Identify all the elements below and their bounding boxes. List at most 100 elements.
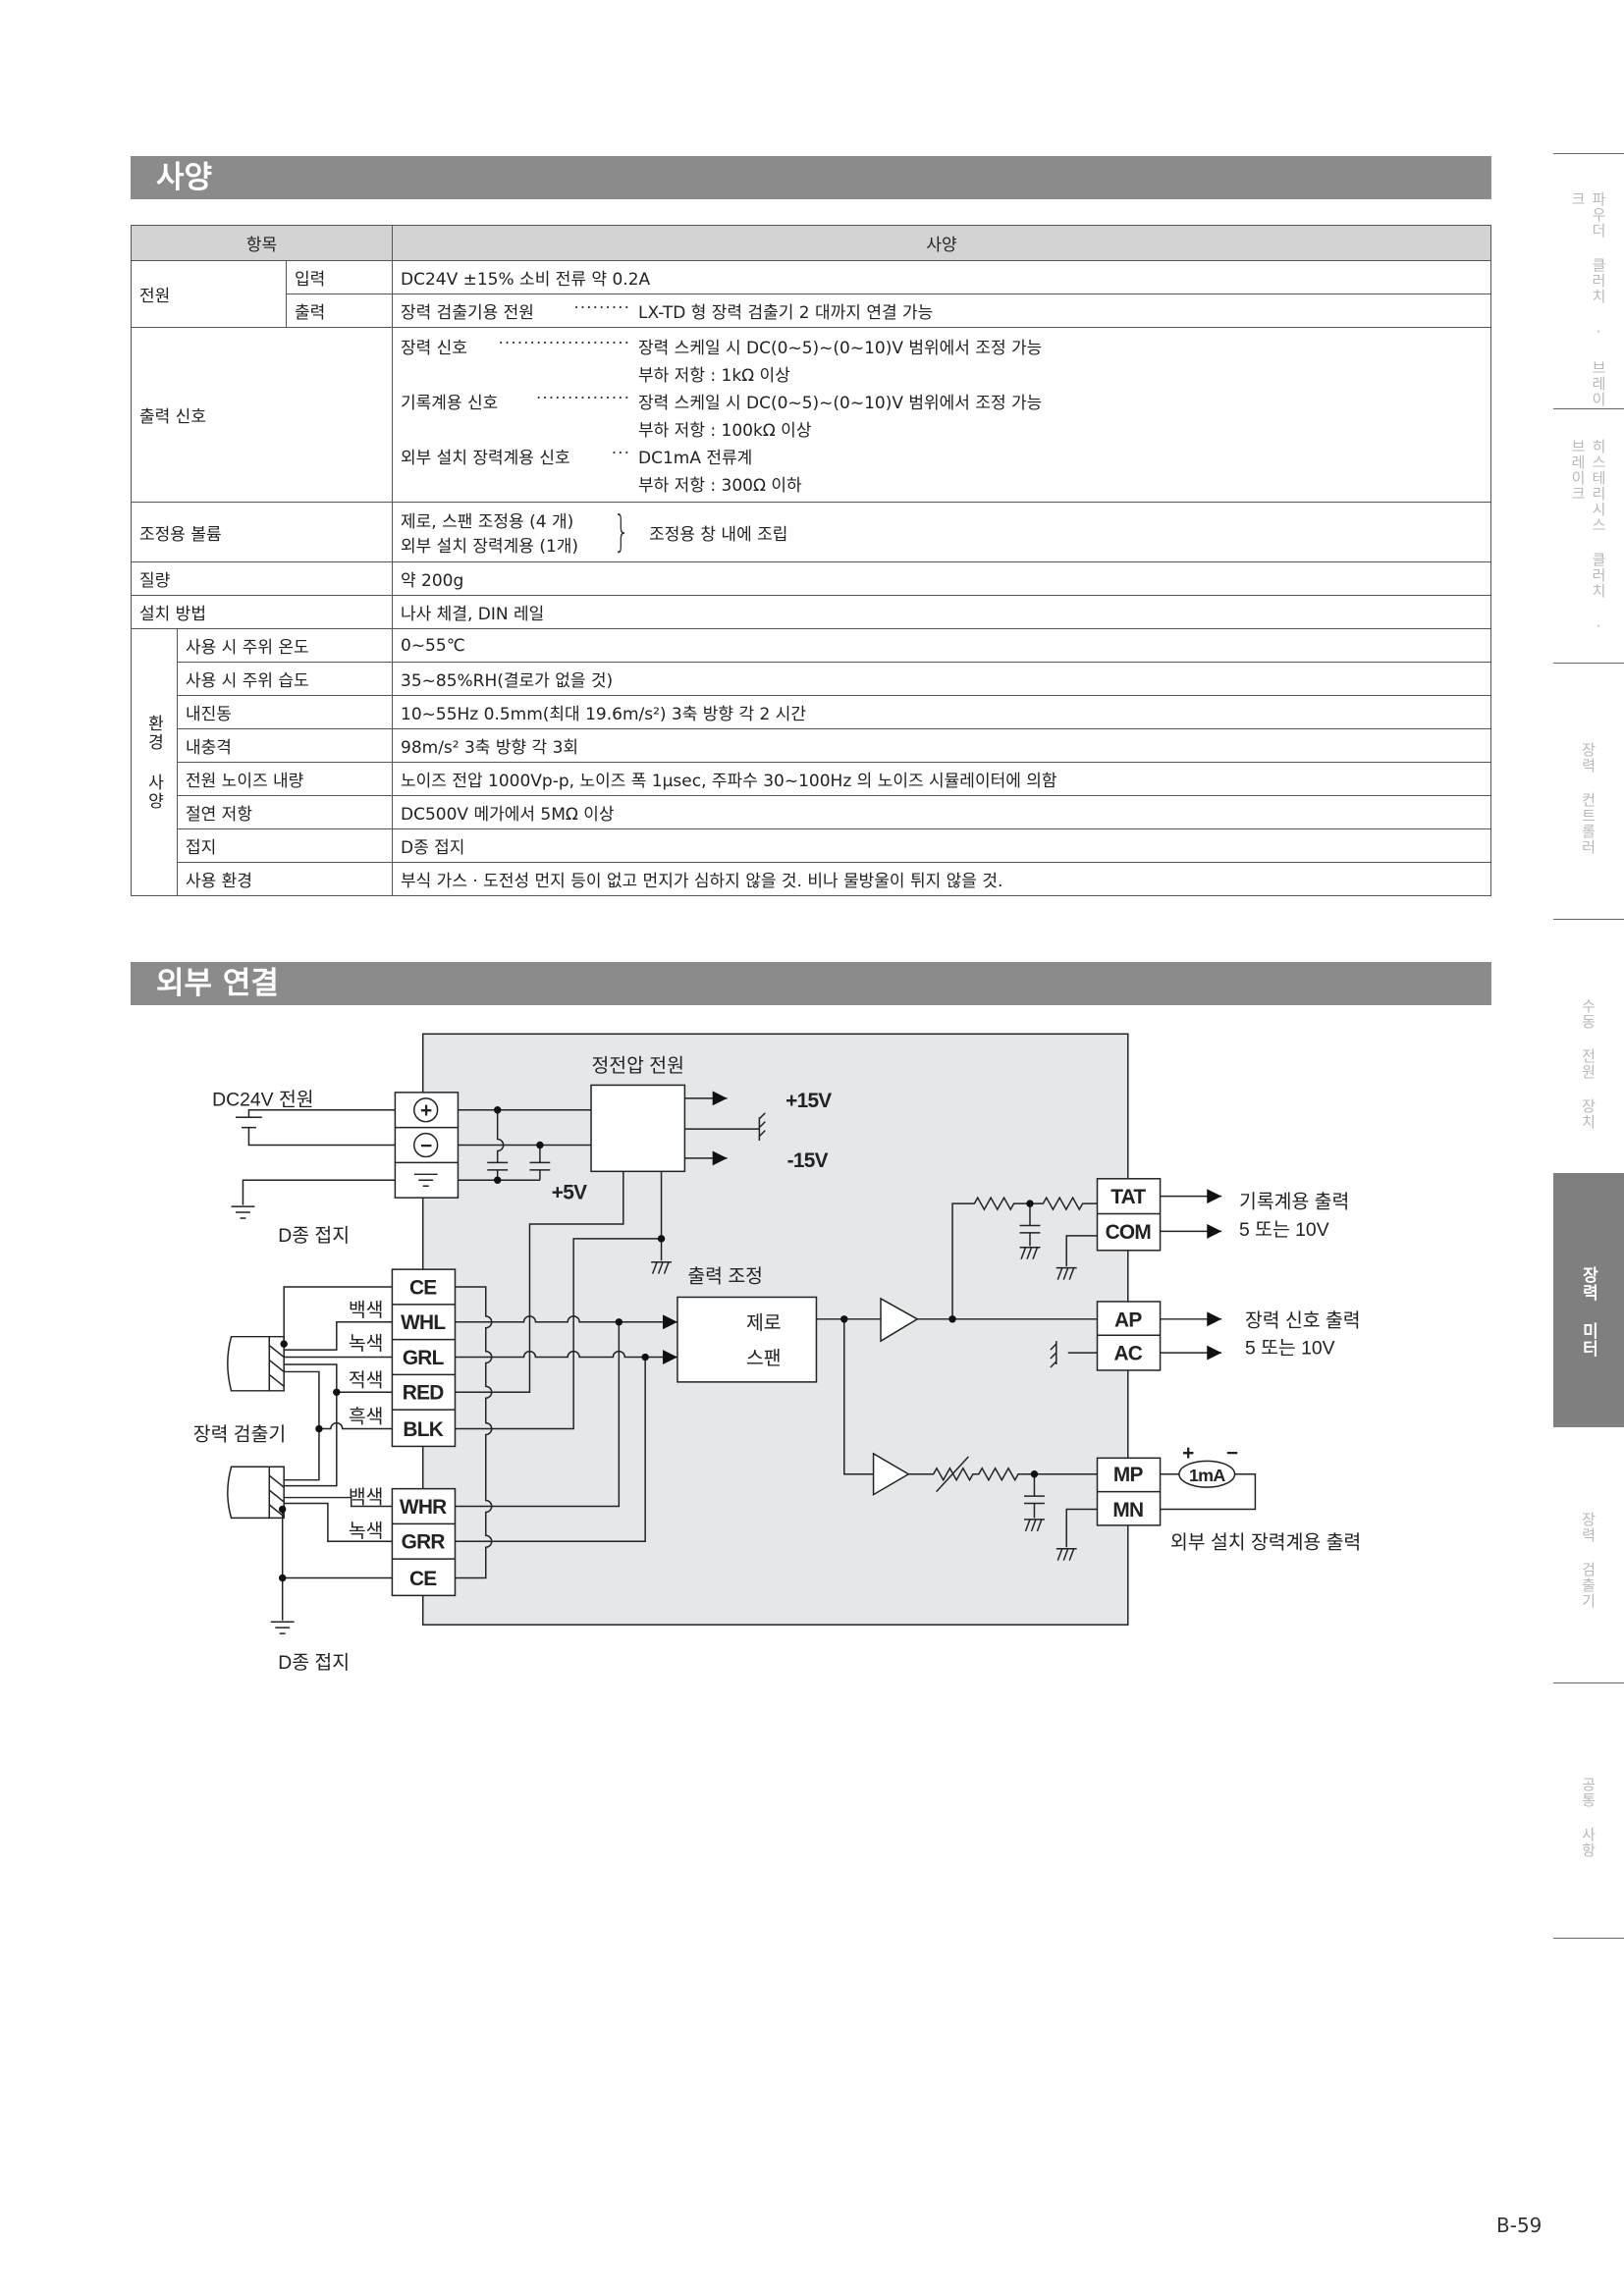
- env-row-value: 35~85%RH(결로가 없을 것): [392, 662, 1491, 696]
- output-adjust-label: 출력 조정: [687, 1266, 763, 1288]
- terminal-blk: BLK: [403, 1418, 443, 1441]
- section-header-connection: 외부 연결: [131, 962, 1491, 1005]
- power-terminal-block: + −: [394, 1092, 460, 1199]
- recorder-output-label: 기록계용 출력: [1239, 1192, 1349, 1213]
- ground-label: D종 접지: [278, 1652, 350, 1674]
- adjust-line: 외부 설치 장력계용 (1개): [401, 537, 579, 557]
- power-output-value: 장력 검출기용 전원········· LX-TD 형 장력 검출기 2 대까지…: [392, 294, 1491, 328]
- env-row-label: 내충격: [177, 728, 393, 763]
- ammeter-icon: [1178, 1460, 1236, 1488]
- table-row: 환경 사양 사용 시 주위 온도 0~55℃: [131, 628, 1491, 896]
- divider: [1553, 153, 1624, 154]
- table-row: 조정용 볼륨 제로, 스팬 조정용 (4 개) 외부 설치 장력계용 (1개) }…: [131, 502, 1491, 562]
- header-item: 항목: [131, 225, 393, 261]
- divider: [1553, 1682, 1624, 1683]
- sidebar-tab-tension-controller[interactable]: 장력 컨트롤러: [1553, 664, 1624, 919]
- adjust-line: 제로, 스팬 조정용 (4 개): [401, 512, 574, 532]
- sidebar-tab-manual-power[interactable]: 수동 전원 장치: [1553, 920, 1624, 1173]
- ground-label: D종 접지: [278, 1225, 350, 1247]
- header-spec: 사양: [392, 225, 1491, 261]
- env-row-label: 사용 환경: [177, 862, 393, 896]
- sidebar-tab-label: 공통 사항: [1579, 1777, 1597, 1858]
- tension-output-range: 5 또는 10V: [1245, 1338, 1335, 1360]
- meter-output-label: 외부 설치 장력계용 출력: [1170, 1532, 1361, 1554]
- sensor-terminal-block-lower: WHR GRR CE: [391, 1487, 457, 1597]
- output-signal-value: 장력 신호 ····················· 장력 스케일 시 DC(0…: [392, 327, 1491, 503]
- terminal-mp: MP: [1113, 1464, 1144, 1486]
- leader: ···: [611, 444, 630, 463]
- adjust-label: 조정용 볼륨: [131, 502, 393, 562]
- sidebar-tab-tension-detector[interactable]: 장력 검출기: [1553, 1428, 1624, 1682]
- recorder-output-range: 5 또는 10V: [1239, 1219, 1329, 1241]
- signal-load: 부하 저항 : 100kΩ 이상: [638, 421, 812, 441]
- divider: [1553, 1938, 1624, 1939]
- power-output-label: 출력: [286, 294, 393, 328]
- amplifier-icon: [872, 1452, 910, 1496]
- sidebar-tab-label: 장력 검출기: [1579, 1512, 1597, 1609]
- terminal-grl: GRL: [403, 1347, 445, 1369]
- sidebar-tab-label: 수동 전원 장치: [1579, 998, 1597, 1130]
- sidebar-tab-label: 히스테리시스 클러치 · 브레이크: [1569, 439, 1607, 636]
- signal-value: DC1mA 전류계: [638, 449, 753, 468]
- weight-label: 질량: [131, 561, 393, 596]
- terminal-grr: GRR: [402, 1531, 446, 1554]
- adjust-note: 조정용 창 내에 조립: [649, 524, 788, 545]
- terminal-red: RED: [403, 1382, 444, 1405]
- wire-color-label: 백색: [349, 1487, 384, 1509]
- amplifier-icon: [880, 1297, 919, 1343]
- mounting-label: 설치 방법: [131, 595, 393, 629]
- table-header-row: 항목 사양: [131, 225, 1491, 261]
- divider: [1553, 408, 1624, 409]
- terminal-ce: CE: [409, 1276, 437, 1299]
- wire-color-label: 적색: [349, 1369, 384, 1391]
- signal-value: 장력 스케일 시 DC(0~5)~(0~10)V 범위에서 조정 가능: [638, 339, 1043, 358]
- env-row-label: 사용 시 주위 온도: [177, 628, 393, 663]
- terminal-ce: CE: [409, 1568, 437, 1590]
- leader: ·····················: [498, 334, 630, 353]
- sensor-terminal-block-upper: CE WHL GRL RED BLK: [391, 1268, 457, 1448]
- plus-terminal: +: [420, 1099, 432, 1122]
- signal-name: 장력 신호: [401, 339, 467, 358]
- env-row-value: 부식 가스 · 도전성 먼지 등이 없고 먼지가 심하지 않을 것. 비나 물방…: [392, 862, 1491, 896]
- adjust-value: 제로, 스팬 조정용 (4 개) 외부 설치 장력계용 (1개) } 조정용 창 …: [392, 502, 1491, 562]
- leader: ·········: [573, 298, 630, 318]
- sidebar-tab-hysteresis-clutch[interactable]: 히스테리시스 클러치 · 브레이크: [1553, 409, 1624, 663]
- sidebar-tab-common[interactable]: 공통 사항: [1553, 1683, 1624, 1938]
- wires: [227, 1091, 1257, 1621]
- env-row-label: 접지: [177, 828, 393, 863]
- terminal-tat: TAT: [1110, 1186, 1146, 1208]
- sidebar-tab-tension-meter[interactable]: 장력 미터: [1553, 1173, 1624, 1427]
- spec-table: 항목 사양 전원 입력 DC24V ±15% 소비 전류 약 0.2A 출력 장…: [131, 225, 1491, 896]
- signal-name: 외부 설치 장력계용 신호: [401, 449, 570, 468]
- wire-color-label: 녹색: [349, 1521, 384, 1542]
- regulator-label: 정전압 전원: [591, 1055, 683, 1077]
- section-title: 외부 연결: [156, 966, 279, 1001]
- output-adjust-block: [677, 1296, 818, 1383]
- env-row-value: 0~55℃: [392, 628, 1491, 663]
- wire-color-label: 백색: [349, 1300, 384, 1321]
- wire-color-label: 녹색: [349, 1333, 384, 1355]
- env-row-label: 사용 시 주위 습도: [177, 662, 393, 696]
- sidebar-tab-label: 장력 미터: [1578, 1266, 1598, 1358]
- meter-plus: +: [1182, 1442, 1194, 1465]
- sensor-label: 장력 검출기: [193, 1423, 286, 1445]
- terminal-whl: WHL: [401, 1311, 446, 1334]
- sidebar-tab-label: 장력 컨트롤러: [1579, 742, 1597, 855]
- meter-minus: −: [1226, 1442, 1238, 1465]
- sidebar-tab-powder-clutch[interactable]: 파우더 클러치 · 브레이크: [1553, 154, 1624, 408]
- signal-name: 기록계용 신호: [401, 394, 499, 413]
- section-title: 사양: [156, 160, 213, 195]
- power-output-item: 장력 검출기용 전원: [401, 303, 534, 323]
- output-signal-label: 출력 신호: [131, 327, 393, 503]
- brace: }: [613, 507, 630, 557]
- leader: ···············: [535, 389, 630, 408]
- terminal-ac: AC: [1113, 1343, 1142, 1365]
- power-input-value: DC24V ±15% 소비 전류 약 0.2A: [392, 260, 1491, 294]
- junction-dots: [278, 1106, 1039, 1582]
- plus5-label: +5V: [552, 1182, 587, 1204]
- span-label: 스팬: [746, 1348, 782, 1369]
